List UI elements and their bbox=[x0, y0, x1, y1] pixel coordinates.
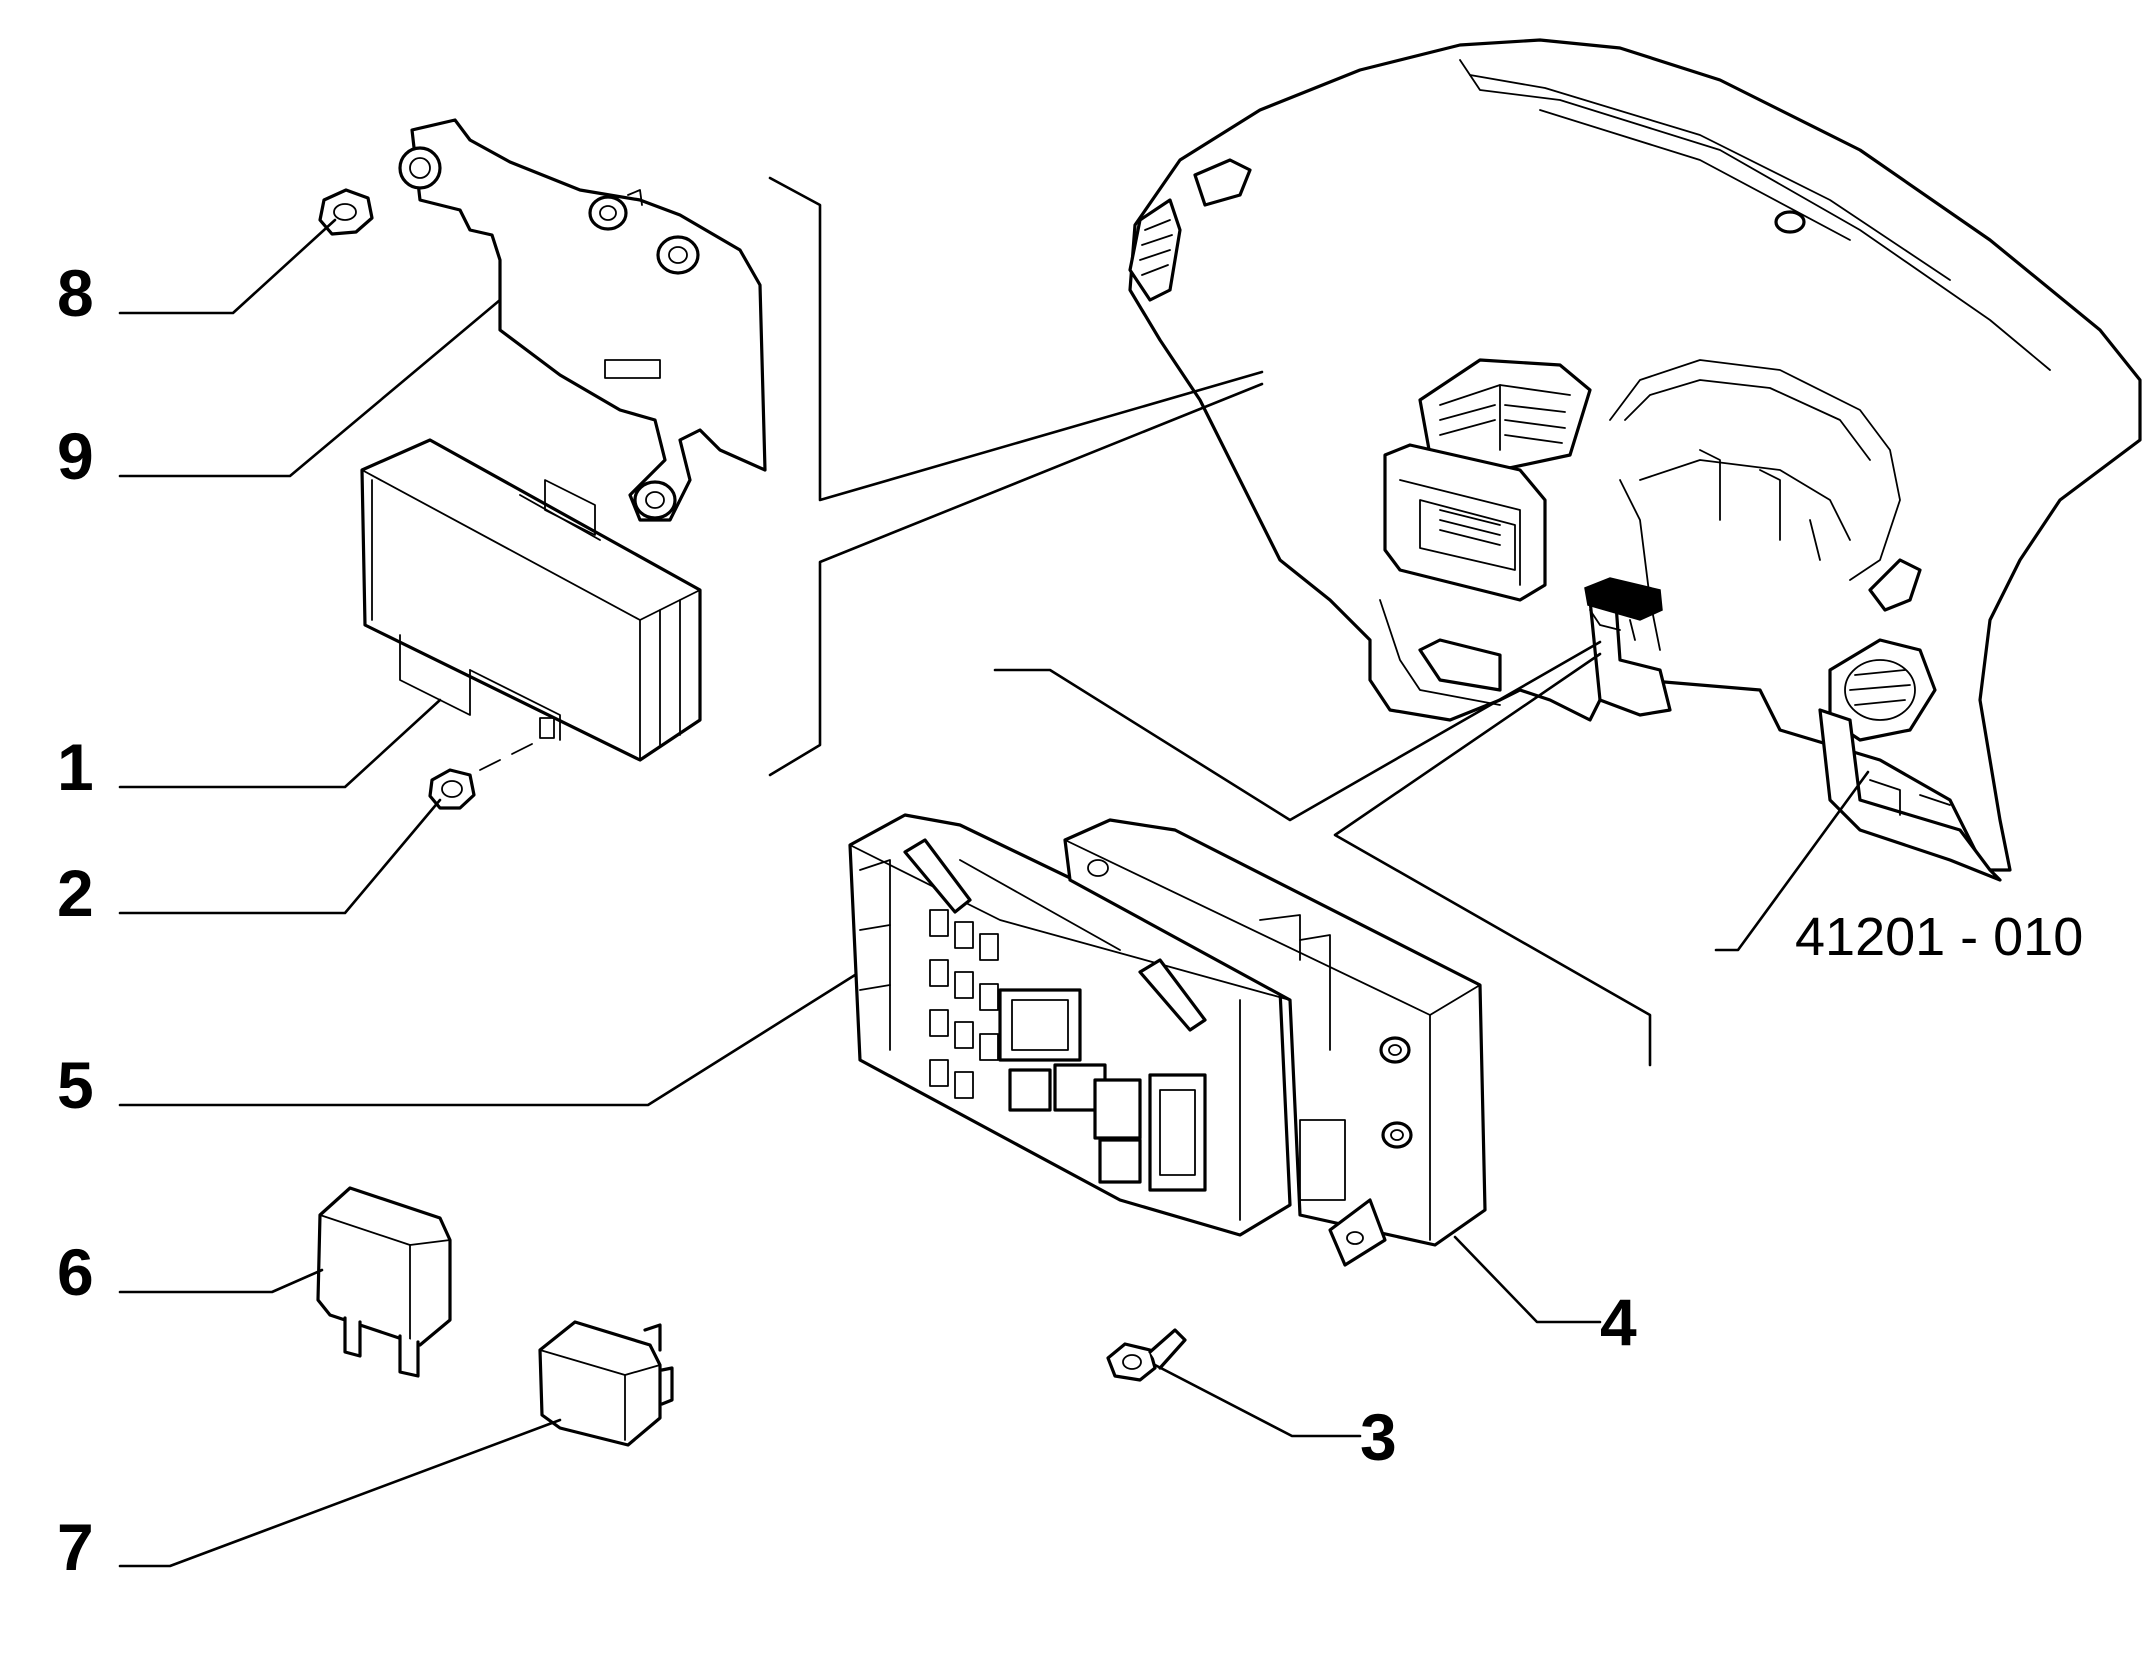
callout-6: 6 bbox=[57, 1235, 94, 1309]
callout-9: 9 bbox=[57, 419, 94, 493]
part-6-relay bbox=[316, 1186, 452, 1378]
part-9-bracket bbox=[398, 118, 767, 522]
callout-8: 8 bbox=[57, 256, 94, 330]
fuse-slots bbox=[929, 909, 999, 1099]
callout-7: 7 bbox=[57, 1510, 94, 1584]
dashboard-left-vent bbox=[1128, 158, 1252, 302]
fuse-box-location-marker bbox=[1584, 577, 1663, 621]
part-1-control-unit bbox=[360, 438, 702, 762]
callout-1: 1 bbox=[57, 730, 94, 804]
grouping-lines bbox=[768, 176, 1652, 1067]
callout-2: 2 bbox=[57, 856, 94, 930]
callout-3: 3 bbox=[1360, 1400, 1397, 1474]
part-3-bolt bbox=[1106, 1328, 1187, 1382]
part-4-connector-housing bbox=[1063, 818, 1487, 1267]
part-5-fuse-box bbox=[848, 813, 1292, 1237]
part-7-relay bbox=[538, 1320, 674, 1447]
callout-5: 5 bbox=[57, 1048, 94, 1122]
dashboard-center-vents bbox=[1418, 358, 1592, 472]
dashboard-instrument-cluster bbox=[1609, 359, 1922, 651]
dashboard-assembly bbox=[1128, 38, 2142, 882]
dashboard-radio-opening bbox=[1383, 443, 1547, 602]
part-2-nut bbox=[428, 743, 533, 810]
callout-4: 4 bbox=[1600, 1285, 1637, 1359]
callout-labels: 8 9 1 2 5 6 7 3 4 41201 - 010 bbox=[57, 256, 2083, 1584]
leader-lines bbox=[118, 218, 1870, 1568]
reference-code: 41201 - 010 bbox=[1795, 907, 2083, 967]
